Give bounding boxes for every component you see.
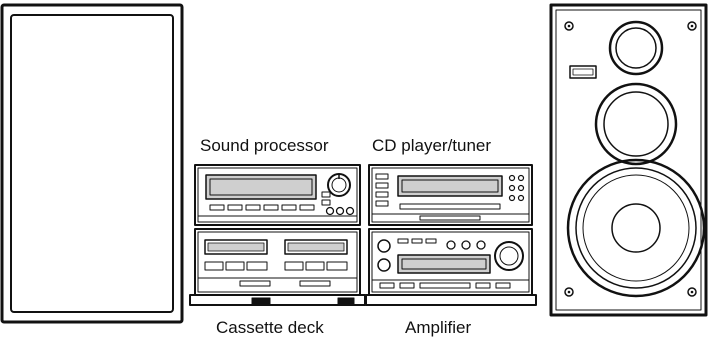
- tweeter: [608, 20, 664, 76]
- cassette-window-b: [284, 239, 348, 255]
- cd-display: [397, 175, 503, 197]
- woofer: [566, 158, 706, 298]
- cassette-window-a: [204, 239, 268, 255]
- left-speaker: [0, 3, 184, 324]
- midrange-driver: [594, 82, 678, 166]
- label-cassette-deck: Cassette deck: [216, 318, 324, 337]
- label-amplifier: Amplifier: [405, 318, 471, 337]
- amplifier-display: [397, 254, 491, 274]
- labels: Sound processor CD player/tuner Cassette…: [200, 136, 491, 337]
- cassette-deck-unit: [189, 228, 366, 306]
- amplifier-volume-knob: [494, 241, 524, 271]
- right-speaker: [549, 3, 708, 317]
- cd-player-tuner-unit: [368, 164, 533, 226]
- amplifier-unit: [365, 228, 537, 306]
- label-sound-processor: Sound processor: [200, 136, 329, 155]
- label-cd-player-tuner: CD player/tuner: [372, 136, 491, 155]
- sound-processor-unit: [194, 164, 361, 226]
